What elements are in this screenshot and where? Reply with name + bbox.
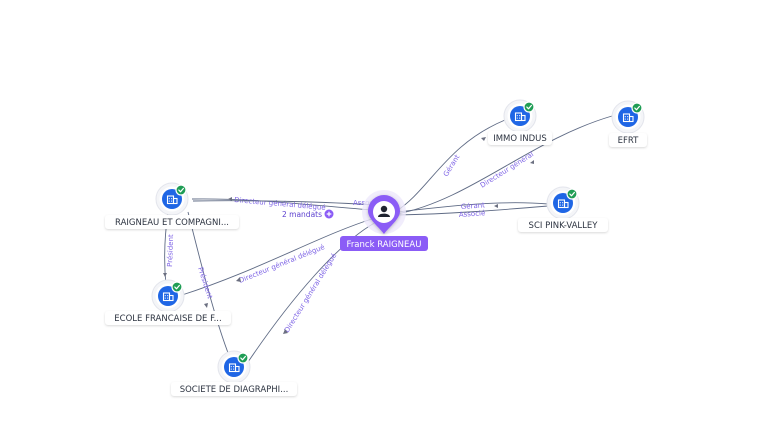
edge-label-raigneau-societe: Président xyxy=(196,266,214,300)
verified-check-icon xyxy=(523,101,535,113)
company-name: SOCIETE DE DIAGRAPHI... xyxy=(180,385,289,395)
verified-check-icon xyxy=(175,184,187,196)
edge-label-person-ecole: Directeur général délégué xyxy=(238,243,326,285)
company-node-societe-diagraphie[interactable]: SOCIETE DE DIAGRAPHI... xyxy=(171,350,297,396)
mandats-badge[interactable]: 2 mandats xyxy=(282,209,334,220)
edge-person-societe[interactable] xyxy=(247,219,381,363)
edge-arrow xyxy=(204,303,208,308)
company-node-raigneau[interactable]: RAIGNEAU ET COMPAGNI... xyxy=(105,182,239,229)
edge-arrow xyxy=(494,204,498,208)
edge-arrow xyxy=(236,277,241,282)
edge-person-sci-gerant[interactable] xyxy=(396,202,549,213)
company-name: IMMO INDUS xyxy=(493,134,547,144)
verified-check-icon xyxy=(171,281,183,293)
verified-check-icon xyxy=(566,188,578,200)
edge-person-raigneau-associe[interactable] xyxy=(192,200,375,206)
edge-raigneau-societe[interactable] xyxy=(187,211,231,359)
edge-arrow xyxy=(163,273,167,277)
edge-arrow xyxy=(530,160,534,164)
company-node-ecole-francaise[interactable]: ECOLE FRANCAISE DE F... xyxy=(105,279,231,325)
plus-icon[interactable] xyxy=(324,209,334,219)
edge-person-raigneau-dgd[interactable] xyxy=(191,198,373,211)
company-node-sci-pink-valley[interactable]: SCI PINK-VALLEY xyxy=(518,186,608,232)
edge-person-ecole[interactable] xyxy=(181,217,376,296)
edge-arrow xyxy=(228,197,232,201)
edge-arrow xyxy=(481,137,486,141)
company-name: SCI PINK-VALLEY xyxy=(529,221,599,231)
person-label-bg xyxy=(340,236,428,251)
person-node[interactable]: Franck RAIGNEAU xyxy=(340,190,428,251)
person-icon xyxy=(378,205,390,217)
verified-check-icon xyxy=(237,352,249,364)
edge-label-person-efrt: Directeur général xyxy=(479,150,535,189)
mandats-count: 2 mandats xyxy=(282,210,322,219)
company-node-immo-indus[interactable]: IMMO INDUS xyxy=(488,99,552,145)
edge-label-person-sci-associe: Associé xyxy=(459,209,486,219)
edge-label-person-immo: Gérant xyxy=(442,153,462,178)
edge-person-sci-associe[interactable] xyxy=(396,205,549,216)
edge-person-immo[interactable] xyxy=(394,119,506,213)
company-name: EFRT xyxy=(618,136,640,146)
edge-person-efrt[interactable] xyxy=(396,115,613,215)
person-name: Franck RAIGNEAU xyxy=(347,240,422,250)
company-node-efrt[interactable]: EFRT xyxy=(609,100,647,147)
company-name: ECOLE FRANCAISE DE F... xyxy=(114,314,221,324)
edge-label-raigneau-ecole: Président xyxy=(166,234,175,267)
verified-check-icon xyxy=(631,102,643,114)
edge-arrow xyxy=(283,329,288,334)
edge-label-person-sci-gerant: Gérant xyxy=(461,201,486,211)
company-name: RAIGNEAU ET COMPAGNI... xyxy=(115,218,229,228)
